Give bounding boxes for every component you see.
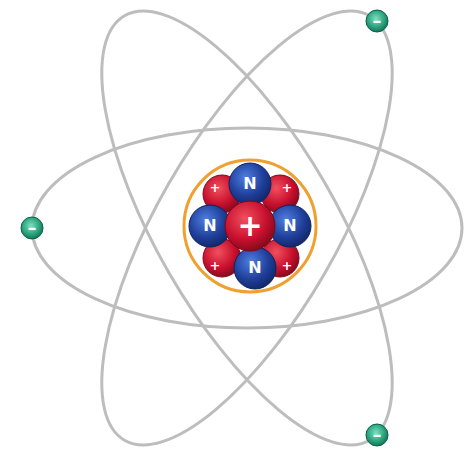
particle-sign: N bbox=[243, 176, 256, 192]
particle-sign: N bbox=[283, 218, 296, 234]
particle-sign: – bbox=[373, 12, 382, 30]
particle-sign: + bbox=[210, 259, 221, 272]
nucleus-ring bbox=[184, 160, 316, 292]
particle-sign: N bbox=[203, 218, 216, 234]
particle-sign: + bbox=[210, 181, 221, 194]
neutron-particle: N bbox=[228, 162, 272, 206]
particle-fill bbox=[225, 201, 275, 251]
neutron-particle: N bbox=[233, 246, 277, 290]
particle-sign: – bbox=[373, 426, 382, 444]
proton-particle: + bbox=[224, 200, 276, 252]
orbit-ring bbox=[32, 128, 462, 328]
particle-fill bbox=[21, 217, 43, 239]
orbit-ring bbox=[47, 0, 448, 457]
particle-fill bbox=[366, 424, 388, 446]
particle-sign: + bbox=[282, 181, 293, 194]
orbit-ring bbox=[47, 0, 448, 457]
particle-sign: + bbox=[282, 259, 293, 272]
electron-particle: – bbox=[365, 9, 389, 33]
electron-particle: – bbox=[365, 423, 389, 447]
particle-fill bbox=[234, 247, 276, 289]
particle-fill bbox=[229, 163, 271, 205]
particle-sign: + bbox=[237, 211, 262, 241]
particle-fill bbox=[366, 10, 388, 32]
particle-fill bbox=[269, 205, 311, 247]
electron-particle: – bbox=[20, 216, 44, 240]
particle-sign: N bbox=[248, 260, 261, 276]
particle-sign: – bbox=[28, 219, 37, 237]
